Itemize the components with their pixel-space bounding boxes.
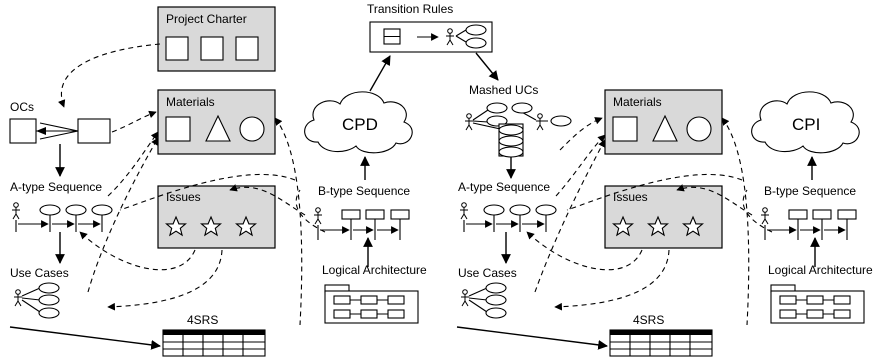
use-cases-right (460, 282, 507, 319)
b-type-sequence-left (313, 207, 410, 240)
issues-label: Issues (166, 190, 201, 204)
b-type-sequence-right (760, 207, 857, 240)
cloud-icon (751, 91, 860, 154)
srs-label-right: 4SRS (633, 313, 664, 327)
b-type-label-right: B-type Sequence (764, 184, 856, 198)
a-type-label-right: A-type Sequence (458, 180, 550, 194)
cpi-cloud: CPI (751, 91, 860, 154)
triangle-icon (652, 114, 678, 142)
logical-architecture-left (324, 284, 419, 324)
actor-icon (464, 113, 474, 131)
issues-label: Issues (613, 190, 648, 204)
materials-label: Materials (166, 95, 215, 109)
use-cases-left (13, 282, 60, 319)
ellipse-icon (465, 24, 487, 36)
project-charter-label: Project Charter (166, 12, 247, 26)
srs-label-left: 4SRS (187, 313, 218, 327)
b-type-label-left: B-type Sequence (318, 184, 410, 198)
issues-box-right: Issues (604, 185, 723, 249)
mashed-ucs-label: Mashed UCs (469, 83, 538, 97)
actor-icon (460, 289, 470, 307)
cpi-label: CPI (792, 115, 820, 134)
project-charter-box: Project Charter (157, 6, 276, 72)
cpd-label: CPD (342, 115, 378, 134)
materials-box-left: Materials (157, 89, 276, 155)
transition-rules-label: Transition Rules (367, 2, 453, 16)
a-type-sequence-right (459, 202, 557, 232)
materials-box-right: Materials (604, 89, 723, 155)
cylinder-icon (498, 123, 524, 158)
materials-label: Materials (613, 95, 662, 109)
triangle-icon (205, 114, 231, 142)
square-icon (200, 36, 224, 61)
srs-table-left (162, 329, 266, 357)
ocs-label: OCs (10, 100, 34, 114)
a-type-label-left: A-type Sequence (10, 180, 102, 194)
issues-box-left: Issues (157, 185, 276, 249)
srs-table-right (609, 329, 713, 357)
cpd-cloud: CPD (304, 91, 413, 154)
square-icon (165, 36, 189, 61)
actor-icon (459, 202, 469, 220)
mashed-ucs-diagram (464, 102, 572, 158)
ellipse-icon (465, 37, 487, 49)
circle-icon (239, 116, 265, 142)
actor-icon (13, 289, 23, 307)
use-cases-label-right: Use Cases (458, 266, 517, 280)
logical-architecture-right (770, 284, 865, 324)
square-icon (165, 116, 191, 142)
actor-icon (313, 207, 323, 225)
circle-icon (686, 116, 712, 142)
a-type-sequence-left (11, 202, 113, 232)
ocs-diagram (9, 118, 111, 144)
cloud-icon (304, 91, 413, 154)
actor-icon (760, 207, 770, 225)
use-cases-label-left: Use Cases (10, 266, 69, 280)
actor-icon (535, 113, 545, 131)
transition-rules-box (369, 21, 493, 53)
actor-icon (11, 202, 21, 220)
logical-arch-label-right: Logical Architecture (768, 263, 873, 277)
logical-arch-label-left: Logical Architecture (322, 263, 427, 277)
square-icon (612, 116, 638, 142)
square-icon (235, 36, 259, 61)
